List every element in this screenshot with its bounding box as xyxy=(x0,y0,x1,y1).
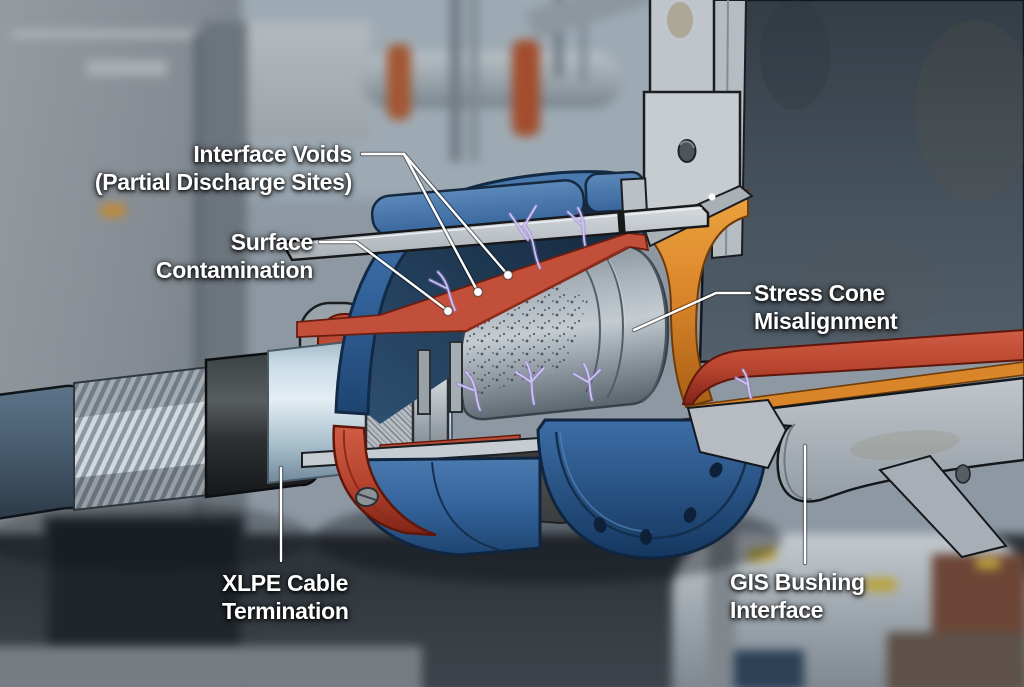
bolt-hole xyxy=(677,139,697,163)
label-line: Surface xyxy=(230,229,314,255)
shell-to-enclosure-joint xyxy=(686,398,788,470)
leader-dots xyxy=(442,269,514,317)
leader-interface-voids-2 xyxy=(402,152,480,294)
gis-conductor-red xyxy=(681,328,1024,407)
sectioned-red-cup xyxy=(332,424,437,537)
label-line: Termination xyxy=(222,598,349,624)
cast-shadow xyxy=(0,502,312,572)
leader-interface-voids-1 xyxy=(402,152,510,277)
background-floor-strip xyxy=(0,646,422,687)
screw-head xyxy=(355,486,379,508)
label-line: (Partial Discharge Sites) xyxy=(94,169,352,195)
glint-highlight xyxy=(708,193,716,201)
background-cabinet-vent xyxy=(87,60,167,76)
label-stress-cone-misalignment: Stress Cone Misalignment xyxy=(754,279,898,335)
conductor-strands xyxy=(73,364,219,512)
clamp-plate xyxy=(279,193,716,262)
label-line: GIS Bushing xyxy=(730,569,865,595)
background-yellow-tag xyxy=(976,558,1000,569)
background-cabinet-edge xyxy=(12,30,242,38)
background-pipe-flange xyxy=(387,44,411,120)
label-xlpe-cable-termination: XLPE Cable Termination xyxy=(222,569,349,625)
label-line: Interface Voids xyxy=(193,141,352,167)
flange-bolt-holes xyxy=(593,424,725,545)
leader-lines xyxy=(278,151,808,566)
label-line: Interface xyxy=(730,597,824,623)
leader-surface-contamination xyxy=(318,240,450,313)
label-interface-voids: Interface Voids (Partial Discharge Sites… xyxy=(95,140,352,196)
background-lattice xyxy=(554,0,563,77)
background-orange-marker xyxy=(100,204,126,217)
label-surface-contamination: Surface Contamination xyxy=(156,228,313,284)
background-machinery xyxy=(734,650,804,687)
label-gis-bushing-interface: GIS Bushing Interface xyxy=(730,568,865,624)
surface-contamination-speckles xyxy=(466,284,588,398)
cone-clamp-tabs xyxy=(417,341,463,415)
label-line: Contamination xyxy=(155,257,313,283)
background-lattice xyxy=(470,0,478,162)
label-line: XLPE Cable xyxy=(222,570,349,596)
epoxy-spacer xyxy=(627,188,749,409)
background-lattice xyxy=(580,0,587,82)
partial-discharge-arcs xyxy=(427,203,754,413)
label-line: Stress Cone xyxy=(754,280,885,306)
background-pipe-flange xyxy=(512,40,540,136)
background-yellow-tag xyxy=(864,578,896,591)
label-line: Misalignment xyxy=(754,308,898,334)
leader-stress-cone xyxy=(632,291,752,332)
background-lattice xyxy=(450,0,461,162)
gis-enclosure-wall xyxy=(698,0,1024,364)
background-cabinet-seam xyxy=(194,32,202,687)
background-machinery xyxy=(887,632,1024,687)
